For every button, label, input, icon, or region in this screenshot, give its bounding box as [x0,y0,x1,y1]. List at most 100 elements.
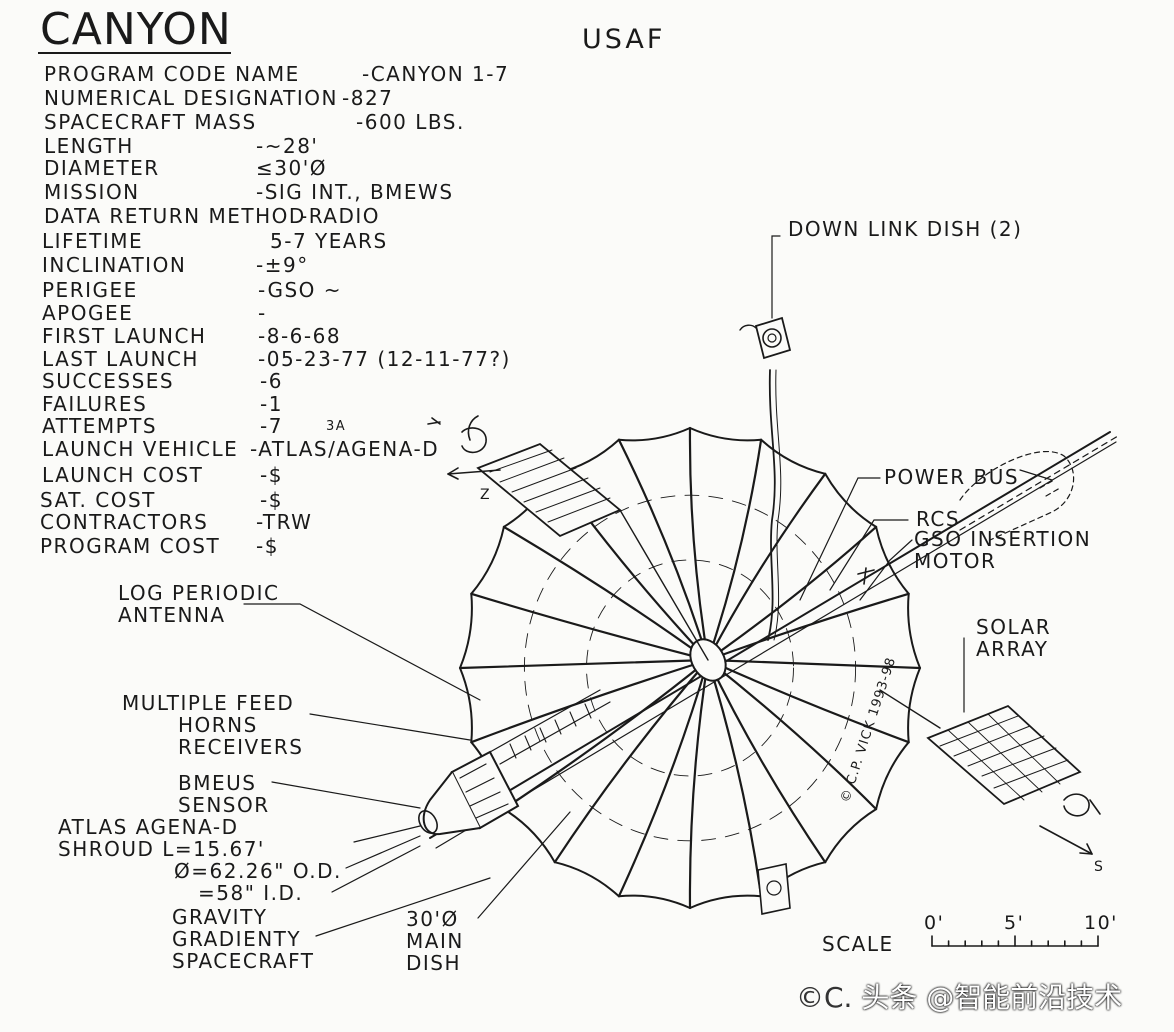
callout-feed-line-3: RECEIVERS [178,735,304,759]
dish-rib [470,658,710,744]
callout-gravity-gradient: GRAVITY GRADIENTY SPACECRAFT [172,906,315,972]
dish-webbing [586,559,794,777]
dish-rib [706,438,763,662]
title-underline [38,52,231,54]
spec-key: DATA RETURN METHOD [44,204,306,228]
spec-value: -$ [256,534,279,558]
spec-key: DIAMETER [44,156,160,180]
callout-log-periodic-antenna: LOG PERIODIC ANTENNA [118,582,280,626]
spec-key: APOGEE [42,301,134,325]
callout-feed-horns: MULTIPLE FEED HORNS RECEIVERS [122,692,303,758]
scale-tick-0: 0' [924,912,945,934]
power-bus-housing [959,451,1075,541]
spec-key: PROGRAM COST [40,534,221,558]
agency-label: USAF [582,24,666,55]
callout-downlink-dish: DOWN LINK DISH (2) [788,217,1023,241]
spec-key: INCLINATION [42,253,187,277]
spec-key: LENGTH [44,134,134,158]
watermark-chinese: 头条 @智能前沿技术 [861,981,1123,1014]
watermark: ©C. 头条 @智能前沿技术 [796,976,1122,1016]
dish-rib [617,438,710,662]
spec-key: FIRST LAUNCH [42,324,207,348]
spec-value: -600 LBS. [356,110,465,134]
dish-rib [706,525,878,662]
spec-value: 5-7 YEARS [270,229,388,253]
spec-value: - [258,301,267,325]
spec-value: -TRW [256,510,313,534]
callout-bmeus-line-2: SENSOR [178,793,270,817]
spec-value: -$ [260,488,283,512]
callout-feed-line-2: HORNS [178,713,258,737]
feed-horn-assembly [418,689,611,836]
diagram-title: CANYON [40,4,232,55]
callout-main-dish: 30'Ø MAIN DISH [406,908,464,974]
dish-rib [458,658,710,670]
axis-s-label: S [1094,859,1105,875]
callout-solar-line-1: SOLAR [976,615,1052,639]
spec-value: -7 [260,414,283,438]
callout-solar-array: SOLAR ARRAY [976,616,1051,660]
spec-key: CONTRACTORS [40,510,209,534]
dish-rib [688,426,710,662]
spec-value: -827 [342,86,394,110]
spec-value: ≤30'Ø [256,156,327,180]
spec-value: -~28' [256,134,319,158]
solar-array-panel [879,689,1082,806]
callout-gso-line-1: GSO INSERTION [914,527,1092,551]
leader-lines [243,235,1053,937]
spec-key: LAUNCH VEHICLE [42,437,239,461]
callout-log-line-1: LOG PERIODIC [118,581,280,605]
callout-gravity-line-3: SPACECRAFT [172,949,315,973]
callout-bmeus-line-1: BMEUS [178,771,257,795]
dish-rib [706,658,878,811]
spec-value: -1 [260,392,283,416]
spec-key: LIFETIME [42,229,144,253]
spec-key: NUMERICAL DESIGNATION [44,86,338,110]
axis-z-label: Z [480,487,492,503]
dish-rib [502,525,710,662]
callout-shroud-line-2: SHROUD L=15.67' [58,837,265,861]
spec-key: ATTEMPTS [42,414,158,438]
spec-value: -SIG INT., BMEWS [256,180,454,204]
dish-rib [706,658,763,898]
main-dish [458,426,922,910]
spec-key: PROGRAM CODE NAME [44,62,300,86]
scale-label: SCALE [822,932,894,956]
dish-rib [706,592,910,662]
scale-tick-10: 10' [1084,912,1118,934]
dish-webbing [523,494,857,842]
dish-rib [688,658,710,910]
callout-bmeus-sensor: BMEUS SENSOR [178,772,270,816]
callout-gso-line-2: MOTOR [914,549,997,573]
dish-rib [617,658,710,898]
spec-value: -GSO ~ [258,278,342,302]
callout-dish-line-2: MAIN [406,929,464,953]
spec-value: -8-6-68 [258,324,342,348]
callout-shroud-line-1: ATLAS AGENA-D [58,815,239,839]
spec-value: -RADIO [300,204,381,228]
dish-rib [706,658,827,864]
dish-rib [553,658,710,864]
callout-dish-line-1: 30'Ø [406,907,459,931]
spec-key: LAUNCH COST [42,463,204,487]
log-periodic-antenna-panel [476,442,709,661]
dish-rib [706,472,827,662]
spec-value: -$ [260,463,283,487]
spec-value: -ATLAS/AGENA-D [250,437,440,461]
launch-vehicle-note: 3A [326,419,347,434]
callout-shroud-line-3: Ø=62.26" O.D. [174,859,342,883]
callout-dish-line-3: DISH [406,951,462,975]
callout-log-line-2: ANTENNA [118,603,226,627]
down-link-dish [739,316,792,915]
dish-rib [706,658,922,670]
spec-key: MISSION [44,180,140,204]
dish-rib [706,658,910,744]
spec-key: SUCCESSES [42,369,175,393]
spec-value: -CANYON 1-7 [362,62,510,86]
spec-key: LAST LAUNCH [42,347,199,371]
scale-bar [931,935,1099,947]
scale-tick-5: 5' [1004,912,1025,934]
spec-key: SAT. COST [40,488,156,512]
watermark-symbol: © [796,981,824,1014]
